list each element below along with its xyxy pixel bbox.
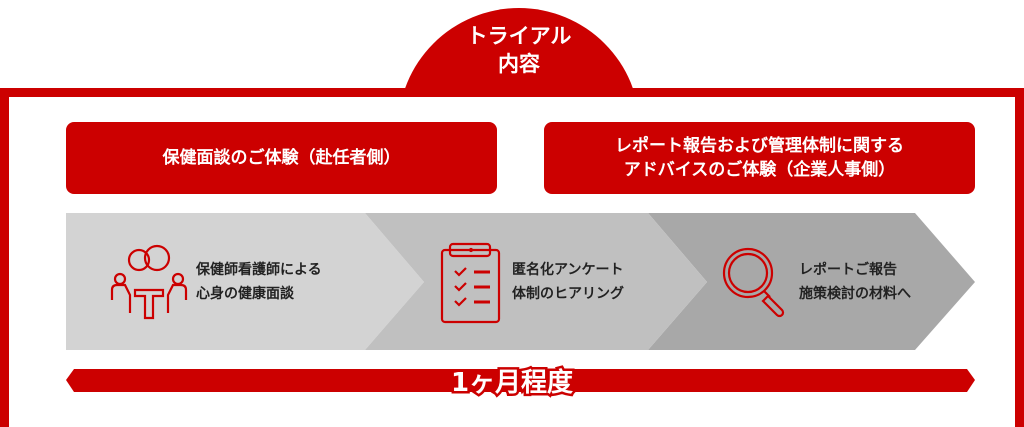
box-report-advice: レポート報告および管理体制に関するアドバイスのご体験（企業人事側） — [544, 122, 975, 194]
box-health-interview: 保健面談のご体験（赴任者側） — [66, 122, 497, 194]
duration-label: 1ヶ月程度 — [448, 366, 575, 401]
clipboard-checklist-icon — [440, 242, 501, 324]
step-chevron-1 — [66, 213, 424, 350]
step-1-text: 保健師看護師による心身の健康面談 — [196, 262, 322, 302]
meeting-people-icon — [110, 244, 188, 320]
magnifier-icon — [722, 247, 785, 318]
duration-bar — [66, 369, 975, 392]
step-3-text: レポートご報告施策検討の材料へ — [799, 262, 911, 302]
step-chevron-3 — [648, 213, 975, 350]
step-2-text: 匿名化アンケート体制のヒアリング — [512, 262, 624, 302]
tab-title: トライアル内容 — [466, 24, 572, 76]
